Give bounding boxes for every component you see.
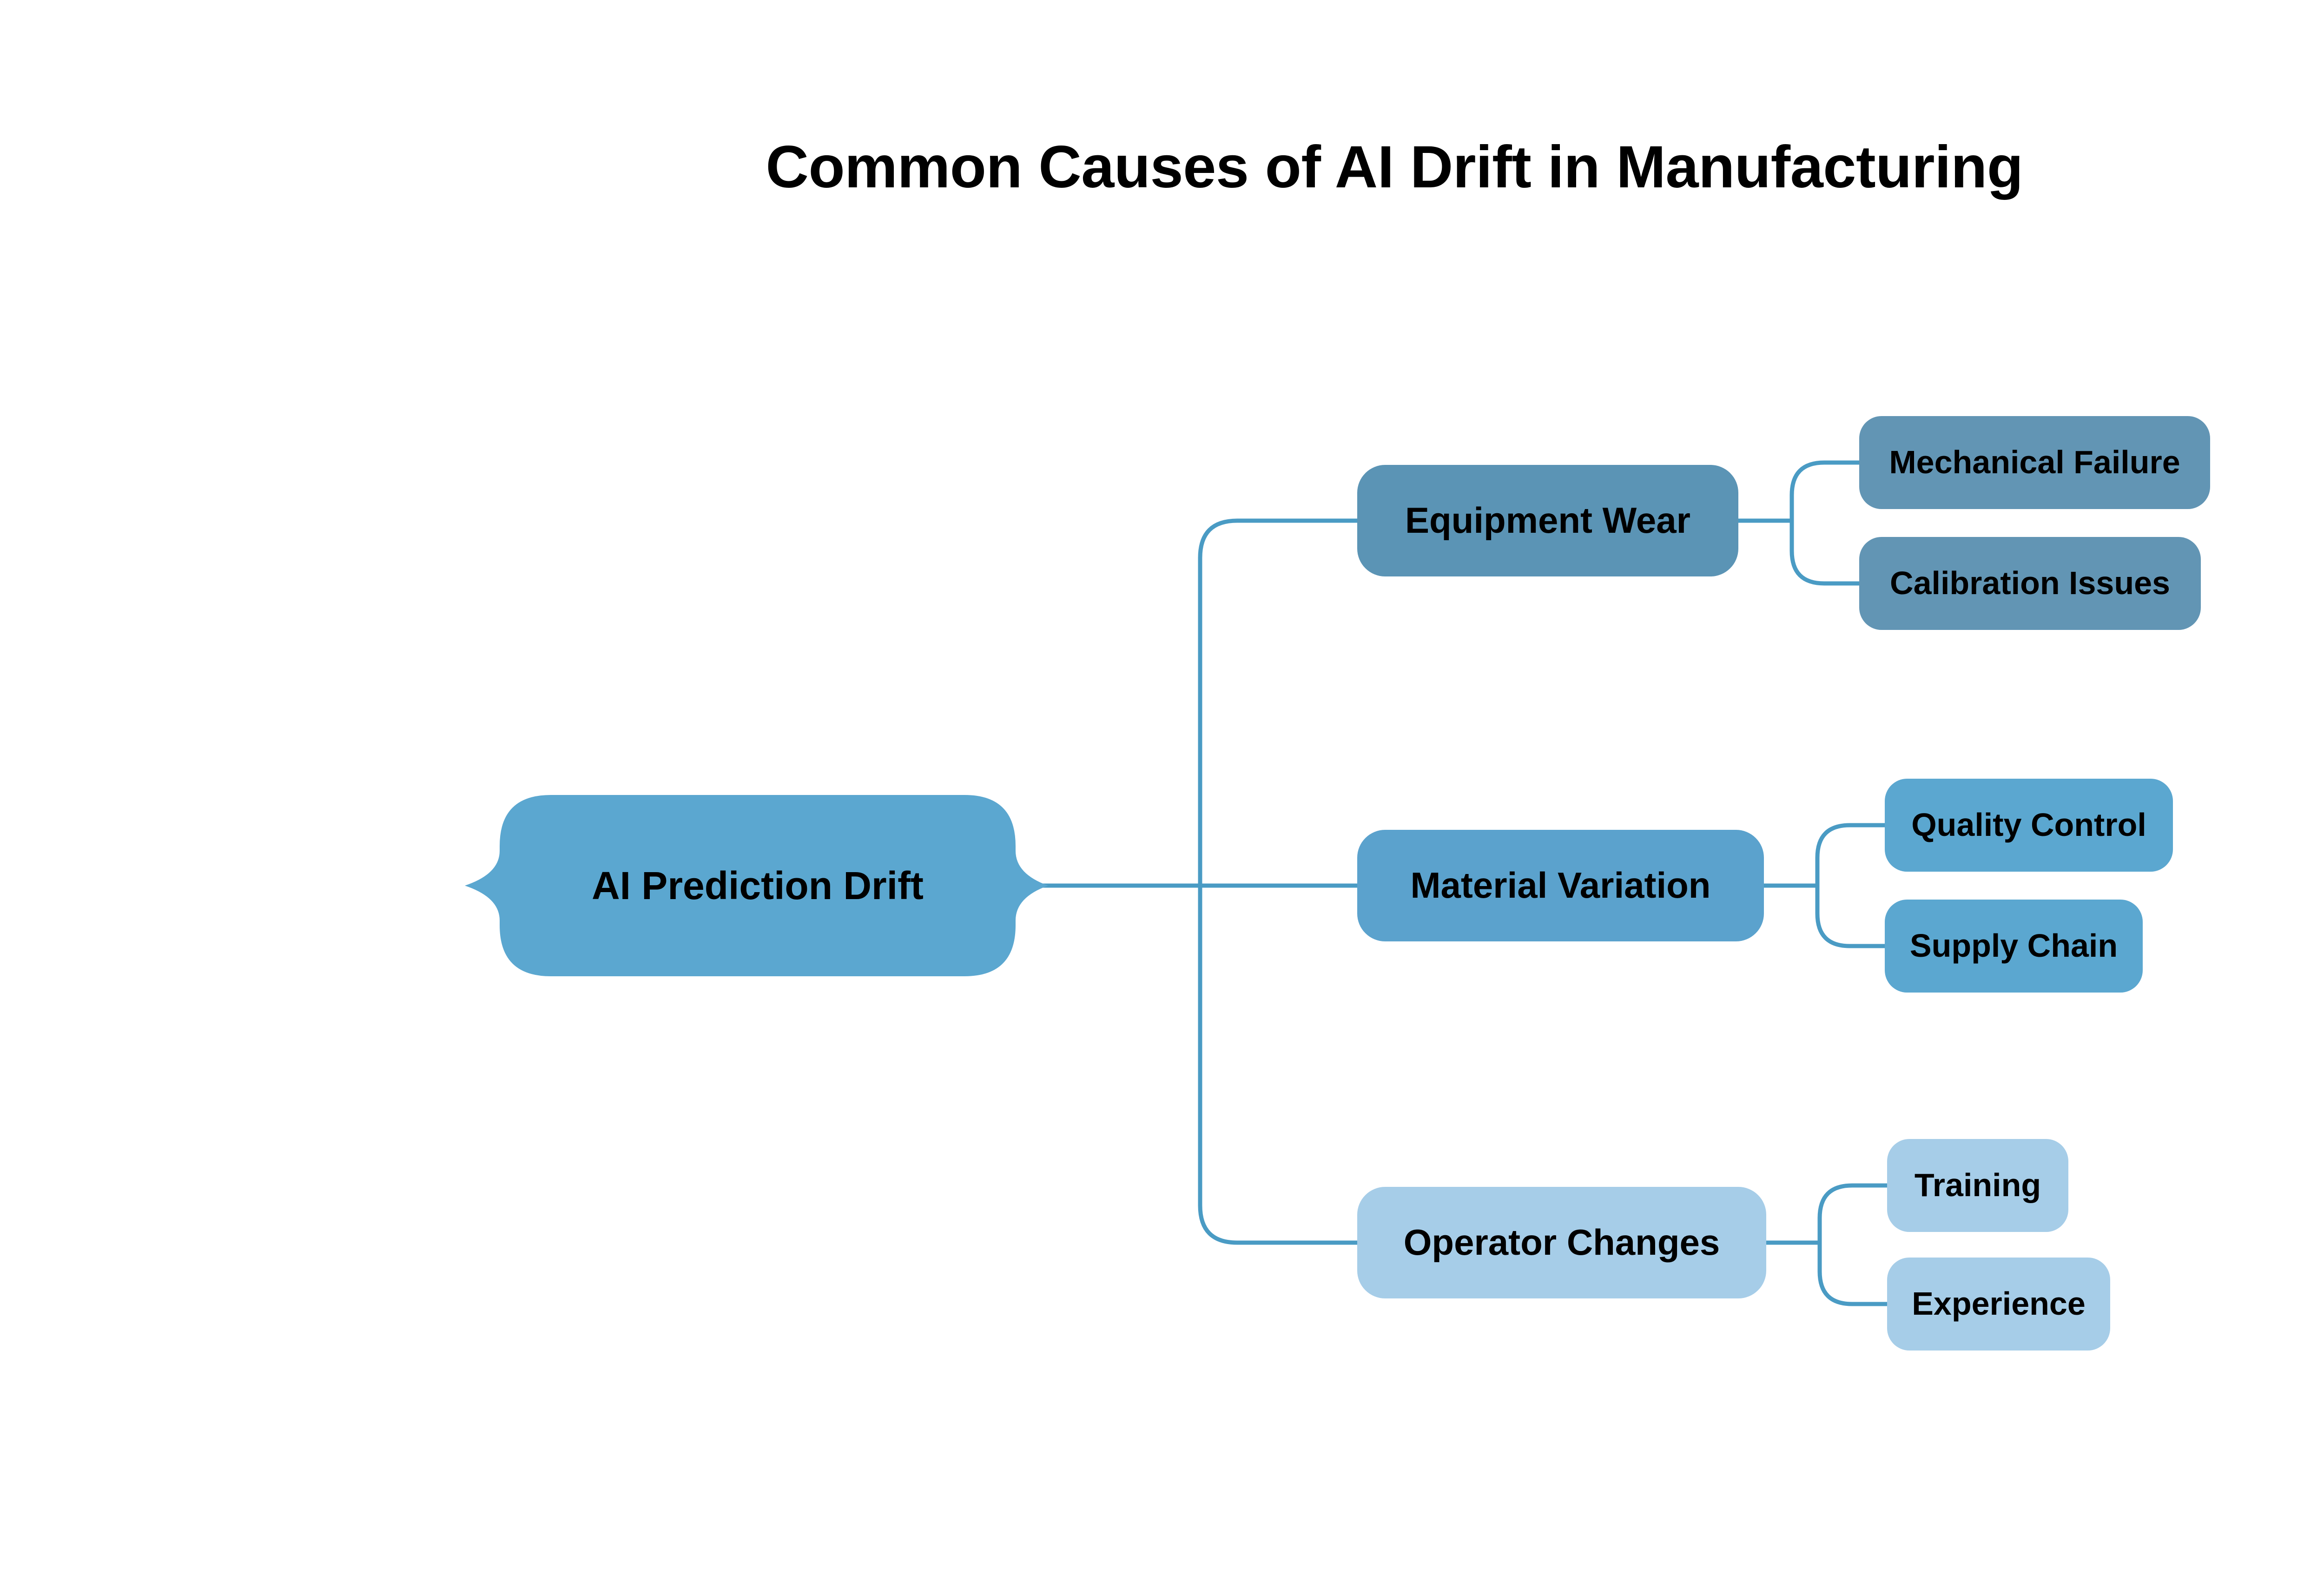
edge-equipment-wear-to-mechanical-failure xyxy=(1789,460,1862,523)
page-title: Common Causes of AI Drift in Manufacturi… xyxy=(766,134,2024,200)
node-root[interactable]: AI Prediction Drift xyxy=(500,795,1016,976)
node-training-label: Training xyxy=(1914,1167,2041,1204)
node-equipment-wear[interactable]: Equipment Wear xyxy=(1357,465,1738,576)
edge-operator-changes-to-training xyxy=(1817,1183,1889,1245)
node-calibration-issues[interactable]: Calibration Issues xyxy=(1859,537,2201,630)
node-operator-changes[interactable]: Operator Changes xyxy=(1357,1187,1766,1298)
node-training[interactable]: Training xyxy=(1887,1139,2068,1232)
node-calibration-issues-label: Calibration Issues xyxy=(1890,565,2170,602)
node-supply-chain-label: Supply Chain xyxy=(1909,927,2118,964)
node-mechanical-failure[interactable]: Mechanical Failure xyxy=(1859,416,2210,509)
edge-root-to-operator-changes xyxy=(1198,883,1360,1245)
node-quality-control[interactable]: Quality Control xyxy=(1885,779,2173,872)
node-experience[interactable]: Experience xyxy=(1887,1258,2110,1351)
edge-operator-changes-to-experience xyxy=(1817,1240,1889,1306)
edge-material-variation-to-supply-chain xyxy=(1815,883,1887,948)
node-quality-control-label: Quality Control xyxy=(1911,807,2146,843)
edge-material-variation-to-quality-control xyxy=(1815,823,1887,888)
edge-root-to-equipment-wear xyxy=(1198,518,1360,888)
node-mechanical-failure-label: Mechanical Failure xyxy=(1889,444,2180,481)
node-supply-chain[interactable]: Supply Chain xyxy=(1885,900,2143,993)
node-material-variation[interactable]: Material Variation xyxy=(1357,830,1764,941)
node-root-label: AI Prediction Drift xyxy=(591,863,924,907)
node-equipment-wear-label: Equipment Wear xyxy=(1405,500,1690,541)
node-experience-label: Experience xyxy=(1912,1285,2086,1322)
edge-equipment-wear-to-calibration-issues xyxy=(1789,518,1862,586)
node-operator-changes-label: Operator Changes xyxy=(1403,1222,1720,1263)
node-material-variation-label: Material Variation xyxy=(1410,865,1711,906)
